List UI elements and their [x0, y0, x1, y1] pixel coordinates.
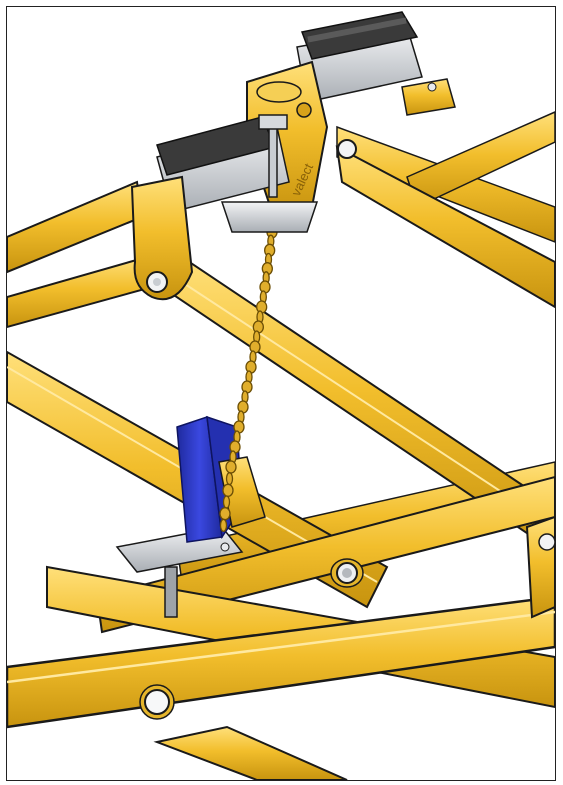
chain-link: [225, 472, 234, 486]
pivot-bolt-trolley: [337, 139, 357, 159]
chain-link: [222, 495, 231, 509]
rail-end-right: [401, 78, 456, 116]
chain-link: [225, 460, 237, 474]
illustration-frame: valect: [6, 6, 556, 781]
beam-upper-left-b: [7, 255, 154, 329]
scissor-lift-technical-illustration: valect: [7, 11, 555, 780]
frame-bolt-mid: [330, 558, 364, 588]
frame-bolt-front: [139, 684, 175, 720]
chain-link: [219, 507, 231, 521]
beam-right-edge-post: [525, 515, 555, 619]
lifting-chain: [219, 225, 278, 532]
beam-highlight: [161, 268, 555, 528]
beam-upper-left-a: [7, 180, 144, 274]
frame-bolt-right: [538, 533, 555, 551]
lower-mount-stem: [164, 566, 178, 618]
trolley-lower-bracket: [220, 201, 319, 233]
beam-right-upper-track: [335, 145, 555, 309]
trolley-front-end-plate: [130, 175, 194, 301]
chain-link: [222, 483, 234, 497]
chain-link: [219, 518, 228, 532]
beam-lower-cross-a: [95, 475, 555, 634]
beam-bottom-diagonal: [153, 725, 348, 780]
upper-trolley-assembly: valect: [130, 11, 456, 301]
